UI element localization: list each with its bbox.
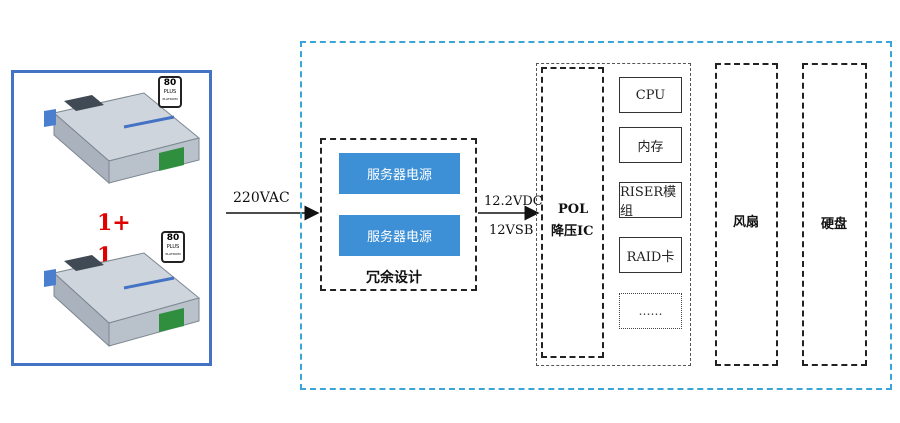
redundant-design-caption: 冗余设计 (366, 270, 422, 286)
main-voltage-label: 12.2VDC (484, 194, 543, 209)
standby-voltage-label: 12VSB (489, 223, 534, 238)
cpu-box: CPU (619, 77, 682, 113)
server-psu-2: 服务器电源 (339, 215, 460, 256)
redundancy-label-line1: 1+ (97, 210, 131, 236)
disk-box (802, 63, 867, 366)
server-psu-1: 服务器电源 (339, 153, 460, 194)
riser-module-box: RISER模组 (619, 182, 682, 219)
psu-module-bottom-image (44, 252, 201, 348)
80-plus-badge-bottom: 80 PLUS PLATINUM (161, 231, 185, 263)
redundant-psu-group (320, 138, 477, 291)
memory-box: 内存 (619, 127, 682, 163)
disk-label: 硬盘 (821, 217, 848, 232)
psu-module-top-image (44, 92, 201, 185)
psu-image-panel: 80 PLUS PLATINUM 1+ 1 80 PLUS PLATINUM (11, 70, 212, 366)
board-group (536, 63, 691, 366)
ac-input-label: 220VAC (233, 190, 290, 206)
fan-label: 风扇 (733, 215, 760, 230)
pol-label-line1: POL (558, 202, 589, 217)
fan-box (715, 63, 778, 366)
pol-label-line2: 降压IC (551, 224, 594, 239)
more-loads-box: …… (619, 293, 682, 329)
raid-card-box: RAID卡 (619, 237, 682, 273)
pol-ic-box (541, 67, 604, 358)
server-system-boundary (300, 41, 892, 390)
80-plus-badge-top: 80 PLUS PLATINUM (158, 76, 182, 108)
